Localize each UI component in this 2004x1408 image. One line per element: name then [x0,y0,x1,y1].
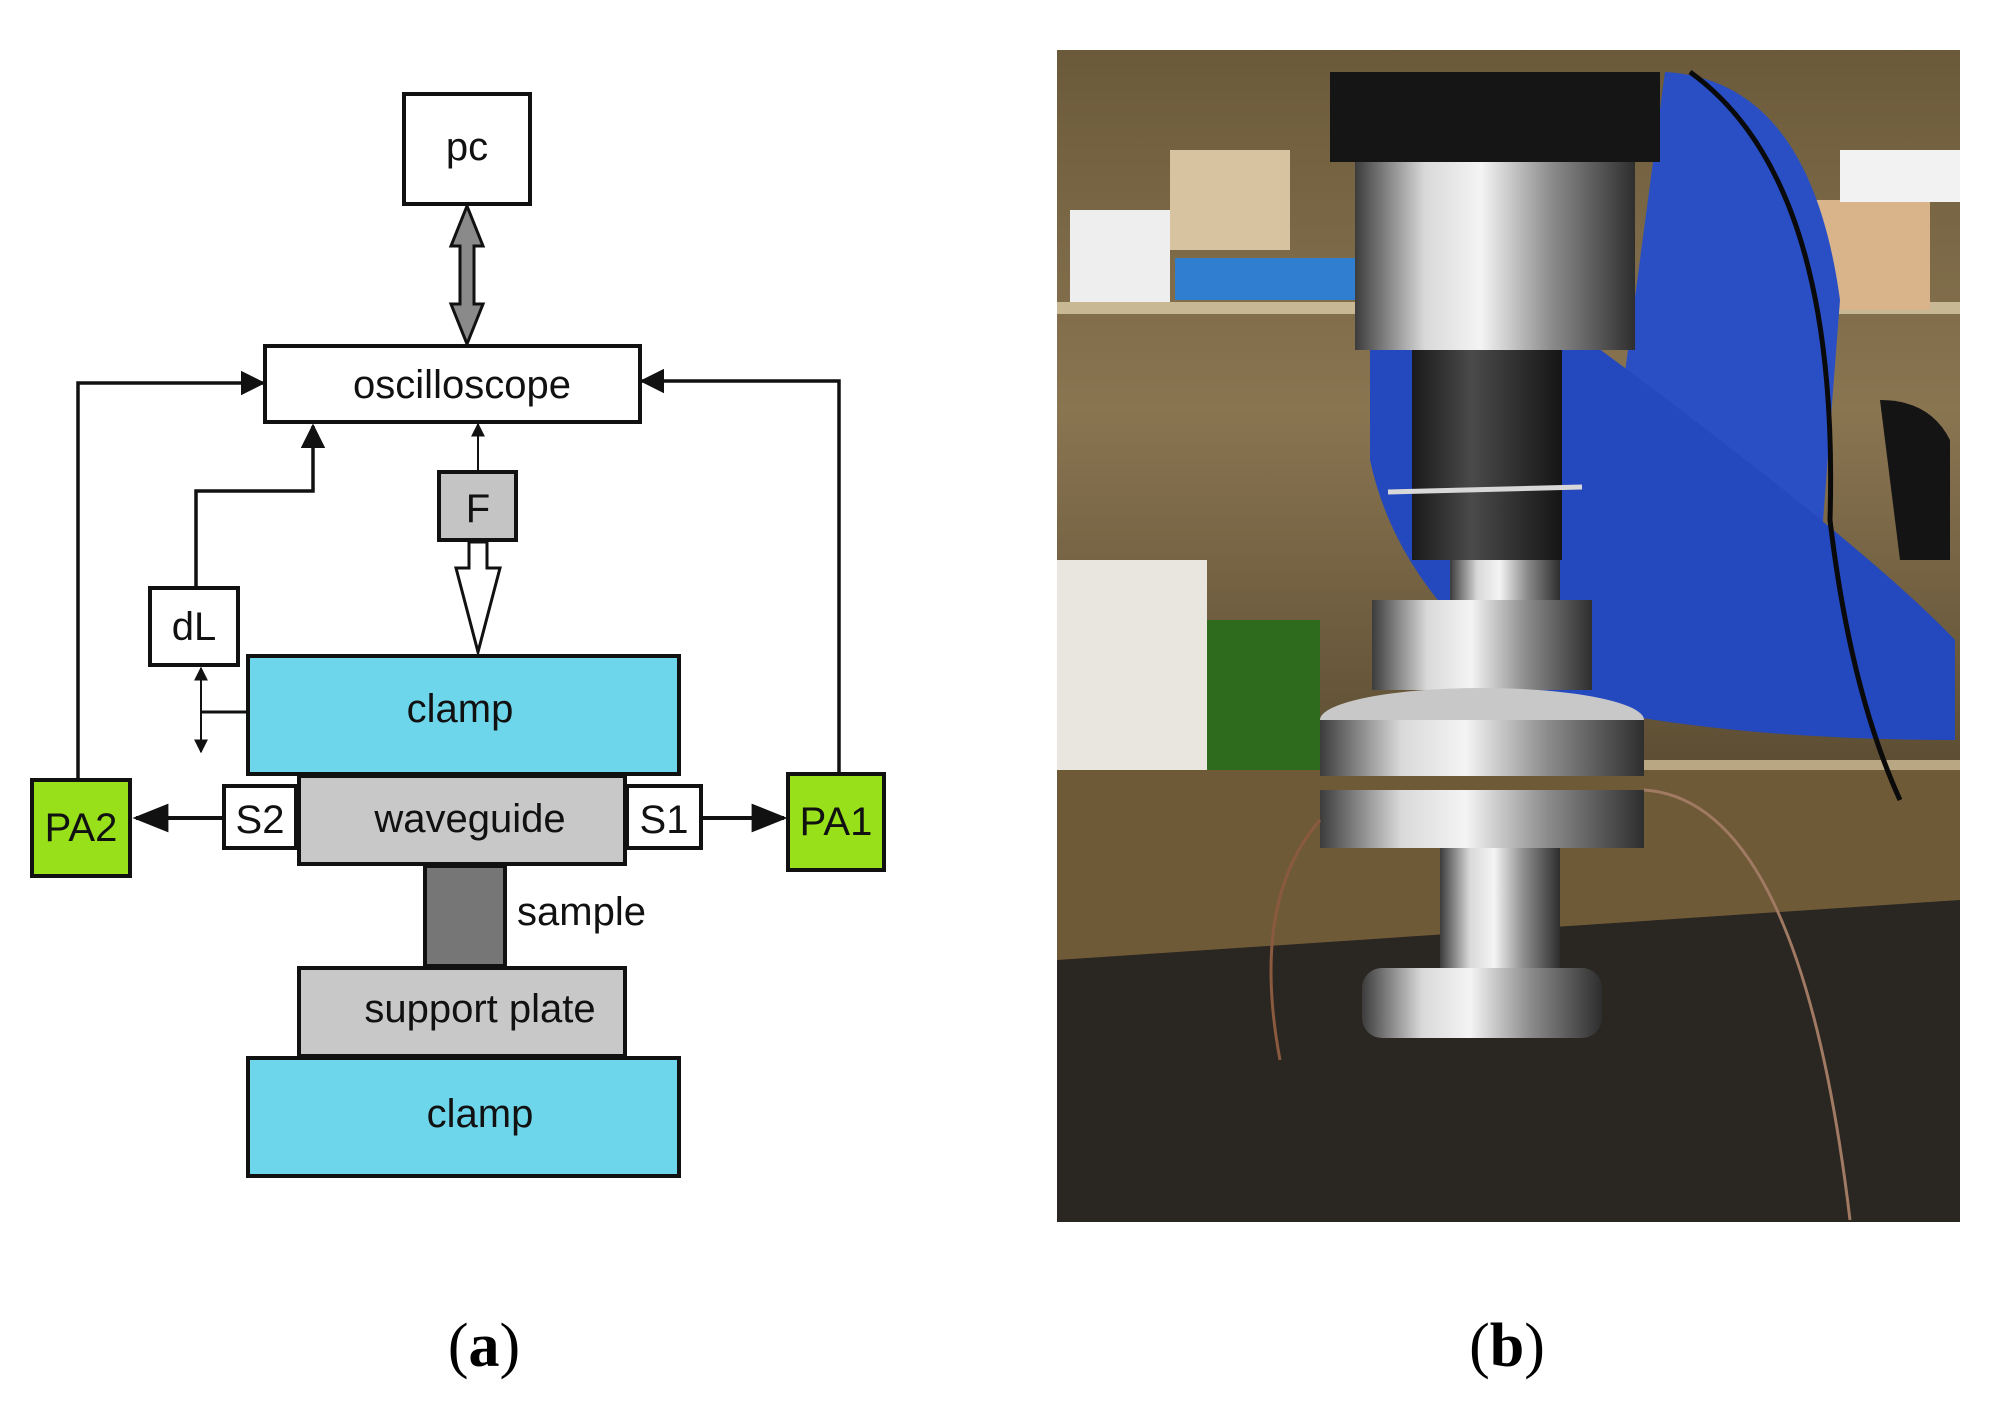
sensor-s1-box [625,784,703,850]
dl-label: dL [172,605,217,649]
photo-box-item [1170,150,1290,250]
pc-box [402,92,532,206]
pa2-to-oscilloscope-line [76,370,266,778]
photo-load-cell [1355,162,1635,350]
dl-box [148,586,240,667]
pa1-to-oscilloscope-line [639,368,841,772]
clamp-top-label: clamp [407,687,514,731]
preamp-pa2-label: PA2 [45,806,118,850]
photo-blue-tray [1175,258,1355,300]
waveguide-box [297,774,627,866]
force-box [437,470,518,542]
caption-b: (b) [1469,1312,1545,1380]
sensor-s1-label: S1 [640,798,689,842]
photo-test-rig [1057,50,1960,1222]
photo-fixture-top [1372,600,1592,690]
photo-machine-head [1330,72,1660,162]
caption-a-letter: a [469,1312,500,1380]
photo-cable-black [1688,69,1903,802]
clamp-bottom-label: clamp [427,1092,534,1136]
photo-lower-stem [1440,848,1560,968]
photo-flange-2 [1320,790,1644,848]
preamp-pa1-label: PA1 [800,800,873,844]
caption-b-letter: b [1490,1312,1524,1380]
sensor-s2-box [222,784,298,850]
photo-shaft [1412,350,1562,560]
photo-cable-left [1269,819,1322,1061]
photo-bench [1057,900,1960,1222]
photo-flange-1 [1320,720,1644,776]
photo-paper-right [1840,150,1960,202]
photo-base-flange [1362,968,1602,1038]
block-diagram: pc oscilloscope F dL clamp waveguide [30,92,886,1178]
sample-box [423,864,507,968]
force-label: F [466,487,490,531]
clamp-top-box [246,654,681,776]
waveguide-label: waveguide [373,797,565,841]
caption-a: (a) [448,1312,520,1380]
sensor-s2-label: S2 [236,798,285,842]
dl-to-oscilloscope-line [194,423,326,586]
photo-collar [1450,560,1560,600]
force-hollow-arrow [454,540,502,658]
oscilloscope-label: oscilloscope [353,363,571,407]
clamp-bottom-box [246,1056,681,1178]
preamp-pa1-box [786,772,886,872]
pc-oscilloscope-double-arrow [448,201,486,349]
sample-label: sample [517,890,646,934]
photo-green-box [1190,620,1320,790]
photo-cable-right [1643,788,1852,1221]
photo-roll-item [1070,210,1170,302]
preamp-pa2-box [30,778,132,878]
pc-label: pc [446,125,488,169]
photo-extensometer-rod [1387,484,1583,495]
support-plate-label: support plate [364,987,595,1031]
oscilloscope-box [263,344,642,424]
photo-chair-arm [1880,400,1950,560]
